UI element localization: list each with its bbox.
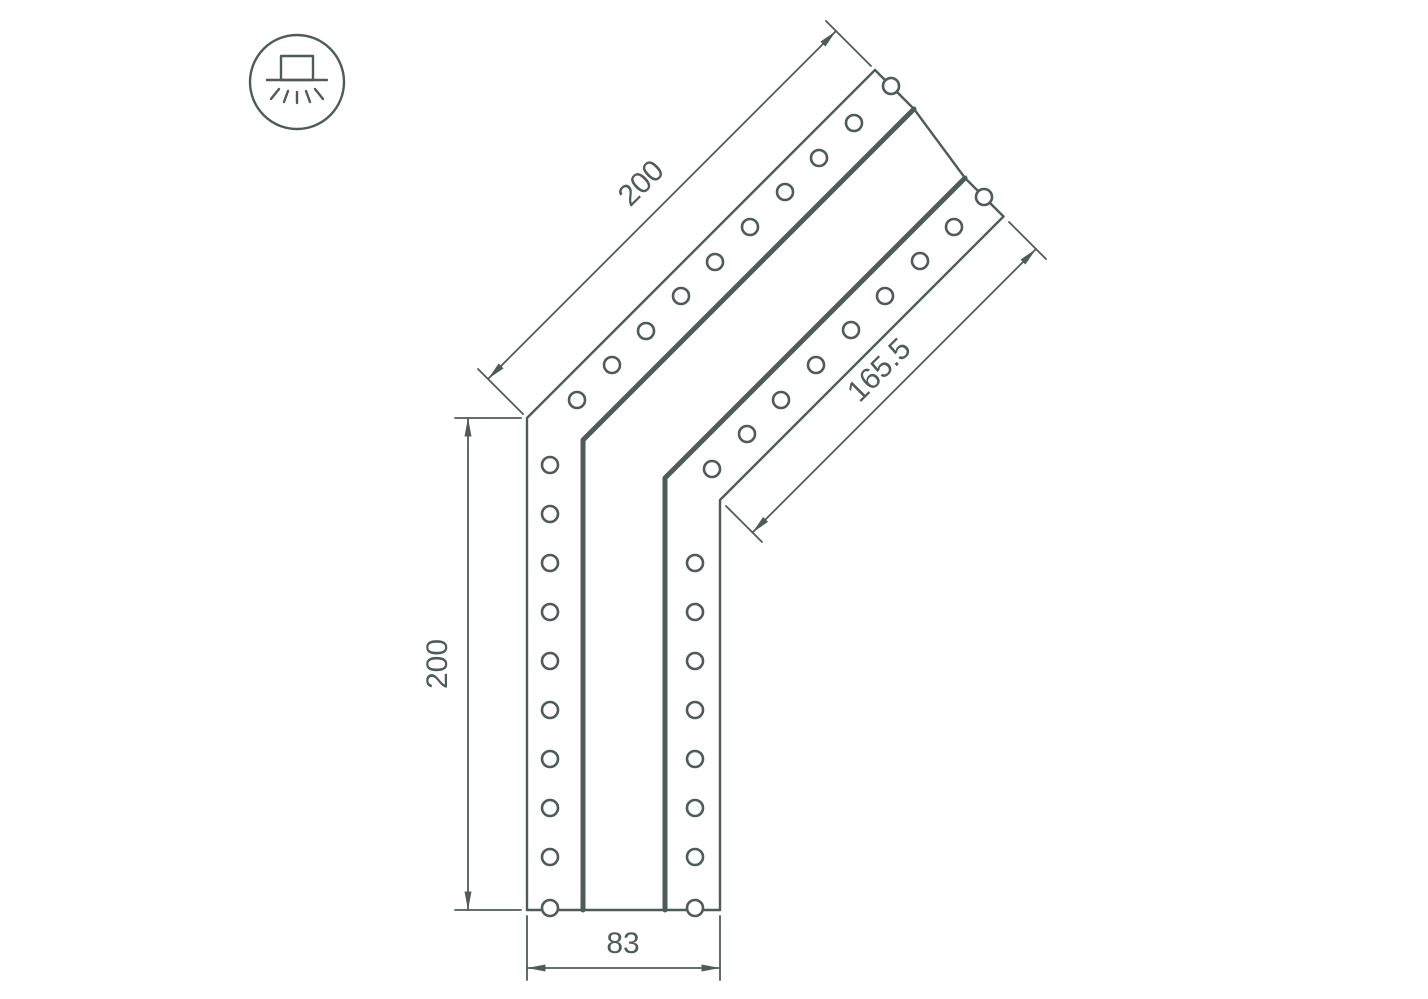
extension-line [825, 20, 872, 67]
profile-channel-wall-right [662, 175, 968, 913]
profile-top-end-step [912, 107, 967, 180]
label-inner-diagonal: 165.5 [841, 332, 917, 408]
dimension-line [487, 30, 837, 380]
profile-inner-edge [718, 215, 1005, 912]
profile-outline [525, 68, 1005, 913]
extension-line [725, 505, 763, 543]
label-outer-diagonal: 200 [612, 154, 671, 213]
icon-circle [248, 33, 346, 131]
dimension-inner-diagonal [725, 221, 1047, 543]
icon-fixture-body [279, 54, 315, 82]
label-left-vertical: 200 [421, 639, 454, 689]
icon-light-ray [282, 89, 290, 104]
icon-light-ray [313, 87, 325, 101]
label-bottom-width: 83 [606, 927, 639, 960]
dimension-bottom-width [526, 915, 721, 981]
dimension-line [751, 248, 1037, 534]
dimension-outer-diagonal [477, 20, 872, 415]
mounting-holes [540, 76, 994, 918]
icon-light-ray [304, 89, 312, 104]
profile-outer-edge [525, 68, 877, 912]
extension-line [1008, 221, 1047, 260]
extension-line [477, 368, 524, 415]
surface-light-down-icon [248, 33, 346, 131]
icon-light-ray [269, 87, 281, 101]
dimension-left-vertical [454, 417, 522, 911]
